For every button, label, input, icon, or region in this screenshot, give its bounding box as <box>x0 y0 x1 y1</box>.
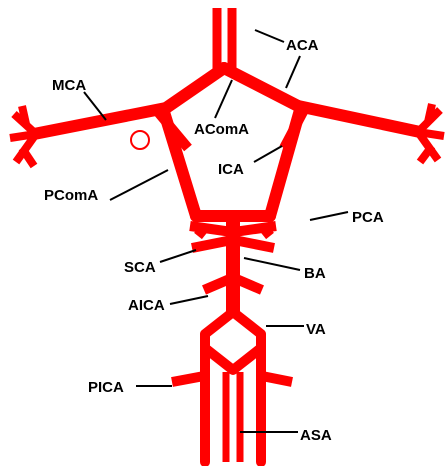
leader-aca-2 <box>286 56 300 88</box>
anterior-spinal-artery <box>226 372 240 462</box>
pica-branches <box>172 376 292 382</box>
vertebral-arteries <box>205 312 261 462</box>
leader-ba <box>244 258 300 270</box>
label-mca: MCA <box>52 77 86 94</box>
leader-acoma <box>215 80 232 118</box>
label-acoma: AComA <box>194 121 249 138</box>
leader-pcoma <box>110 170 168 200</box>
label-asa: ASA <box>300 427 332 444</box>
leader-aica <box>170 296 208 304</box>
aneurysm-ring <box>131 131 149 149</box>
label-aca: ACA <box>286 37 319 54</box>
label-sca: SCA <box>124 259 156 276</box>
label-pica: PICA <box>88 379 124 396</box>
leader-ica <box>254 146 282 162</box>
label-ba: BA <box>304 265 326 282</box>
label-ica: ICA <box>218 161 244 178</box>
label-aica: AICA <box>128 297 165 314</box>
label-va: VA <box>306 321 326 338</box>
label-pcoma: PComA <box>44 187 98 204</box>
mca-left-branches <box>10 106 36 166</box>
mca-right-branches <box>418 104 444 162</box>
leader-mca <box>84 92 106 120</box>
leader-pca <box>310 212 348 220</box>
anterior-communicating-artery <box>166 68 298 108</box>
label-pca: PCA <box>352 209 384 226</box>
leader-aca <box>255 30 284 42</box>
leader-sca <box>160 250 196 262</box>
